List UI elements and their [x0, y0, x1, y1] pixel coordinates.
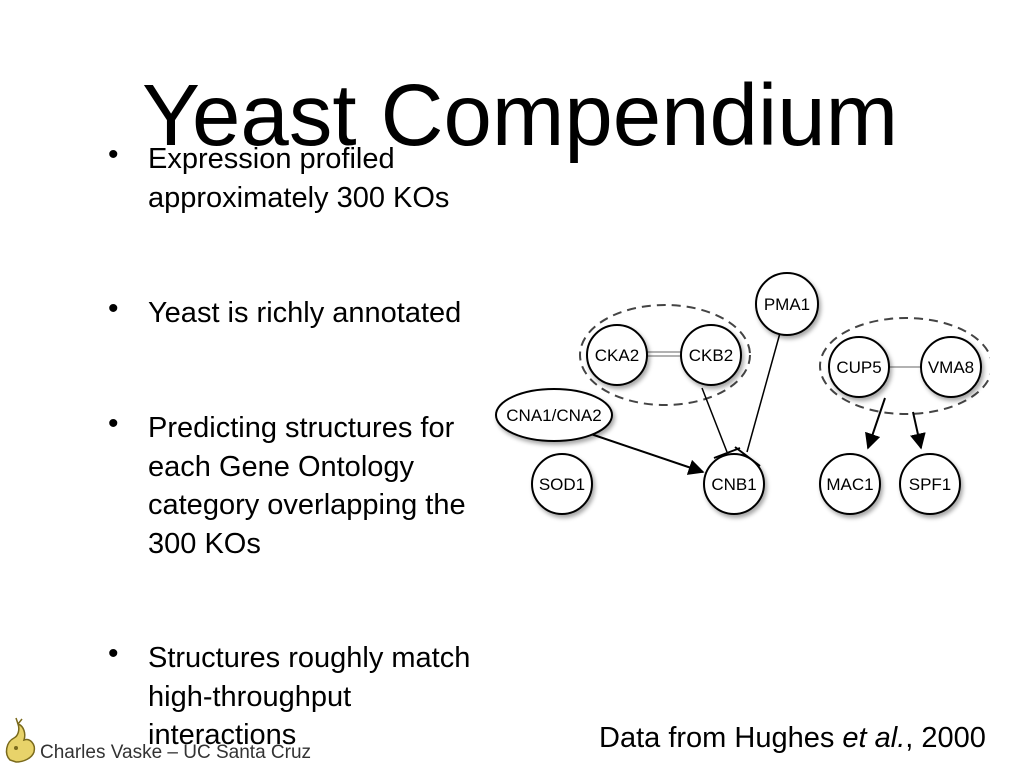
citation: Data from Hughes et al., 2000: [599, 724, 986, 753]
bullet-text: Expression profiled approximately 300 KO…: [148, 143, 450, 214]
node-label: SPF1: [909, 475, 952, 494]
citation-etal: et al.: [842, 722, 906, 754]
node-mac1: MAC1: [819, 453, 881, 515]
edge-vma8-spf1: [910, 411, 926, 450]
bullet-dot: •: [108, 292, 119, 325]
bullet-text: Predicting structures for each Gene Onto…: [148, 412, 466, 560]
node-label: VMA8: [928, 358, 974, 377]
node-pma1: PMA1: [755, 272, 819, 336]
edge-pma1-cnb1: [746, 332, 781, 453]
node-label: MAC1: [826, 475, 873, 494]
slide-title: Yeast Compendium: [142, 67, 899, 164]
complex-cluster-cup5-vma8: [819, 317, 990, 415]
node-sod1: SOD1: [531, 453, 593, 515]
node-label: SOD1: [539, 475, 585, 494]
node-label: CKB2: [689, 346, 733, 365]
node-cna1-cna2: CNA1/CNA2: [495, 388, 613, 442]
node-vma8: VMA8: [920, 336, 982, 398]
node-label: CKA2: [595, 346, 639, 365]
node-cka2: CKA2: [586, 324, 648, 386]
node-spf1: SPF1: [899, 453, 961, 515]
edge-inhibit-bar-ckb2: [713, 447, 741, 459]
node-label: PMA1: [764, 295, 810, 314]
complex-cluster-cka2-ckb2: [579, 304, 751, 406]
node-ckb2: CKB2: [680, 324, 742, 386]
node-cup5: CUP5: [828, 336, 890, 398]
edge-cna-cnb1: [584, 431, 705, 475]
bullet-dot: •: [108, 407, 119, 440]
footer-author: Charles Vaske – UC Santa Cruz: [40, 742, 312, 763]
bullet-text: Structures roughly match high-throughput…: [148, 642, 471, 751]
bullet-text: Yeast is richly annotated: [148, 297, 462, 329]
node-label: CNB1: [711, 475, 756, 494]
banana-slug-logo: [5, 717, 36, 763]
node-cnb1: CNB1: [703, 453, 765, 515]
bullet-dot: •: [108, 637, 119, 670]
citation-prefix: Data from Hughes: [599, 722, 843, 754]
interaction-network-diagram: PMA1 CKA2 CKB2 CUP5 VMA8 CNA1/CNA2 SOD1 …: [495, 272, 990, 515]
node-label: CUP5: [836, 358, 881, 377]
bullet-dot: •: [108, 138, 119, 171]
edge-ckb2-cnb1: [701, 387, 728, 453]
citation-suffix: , 2000: [905, 722, 986, 754]
edge-cup5-mac1: [865, 397, 886, 450]
node-label: CNA1/CNA2: [506, 406, 601, 425]
